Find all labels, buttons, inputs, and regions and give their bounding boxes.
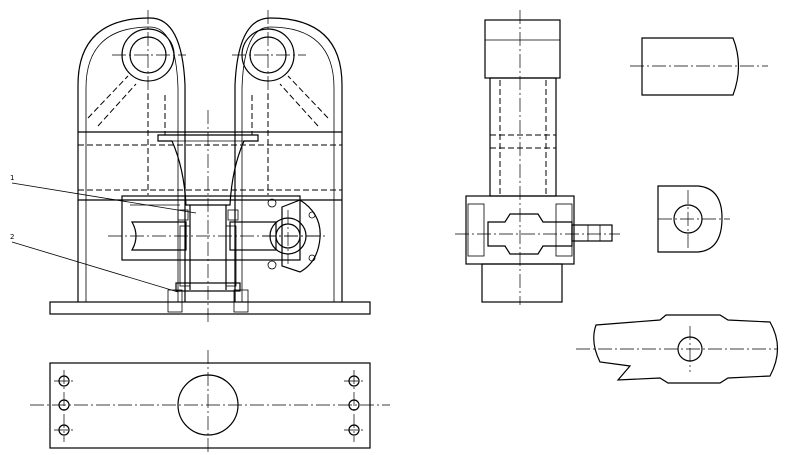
right-top-bearing [232,10,306,94]
right-arch-frame-outer [234,17,343,302]
side-gear [262,198,321,273]
detail-plate [576,314,779,384]
bolt-holes [54,370,364,442]
detail-shaft [630,37,768,96]
part-label-2: 2 [10,233,14,241]
left-arch-frame-outer [77,17,186,302]
left-arch-frame-inner [85,26,179,302]
lower-bearing-right [233,289,249,313]
input-shaft-left [130,221,187,251]
side-shaft-coupling [487,213,573,255]
right-brace-a [287,75,329,119]
detail-bracket [657,185,730,253]
front-view: 1 2 [10,10,371,322]
left-brace-b [97,83,137,127]
left-top-bearing [112,10,186,94]
part-label-1: 1 [10,174,14,182]
lower-bearing-left [167,289,183,313]
base-plate-plan [49,362,371,449]
leader-line-1 [11,182,197,214]
leader-line-2 [11,241,179,293]
right-brace-b [279,83,319,127]
upper-bearing-right [227,209,239,221]
upper-bearing-left [177,209,189,221]
left-brace-a [87,75,129,119]
hopper-funnel [157,134,259,206]
center-hole [177,374,239,436]
base-plate [49,301,371,315]
side-bearing-left [467,203,485,257]
plan-view [30,350,390,452]
motor-top [484,19,561,79]
side-view [455,10,620,305]
output-shaft [571,224,613,242]
side-lower-base [481,263,563,303]
right-arch-frame-inner [241,26,335,302]
side-bearing-right [555,203,573,257]
gearbox-housing [121,195,301,261]
